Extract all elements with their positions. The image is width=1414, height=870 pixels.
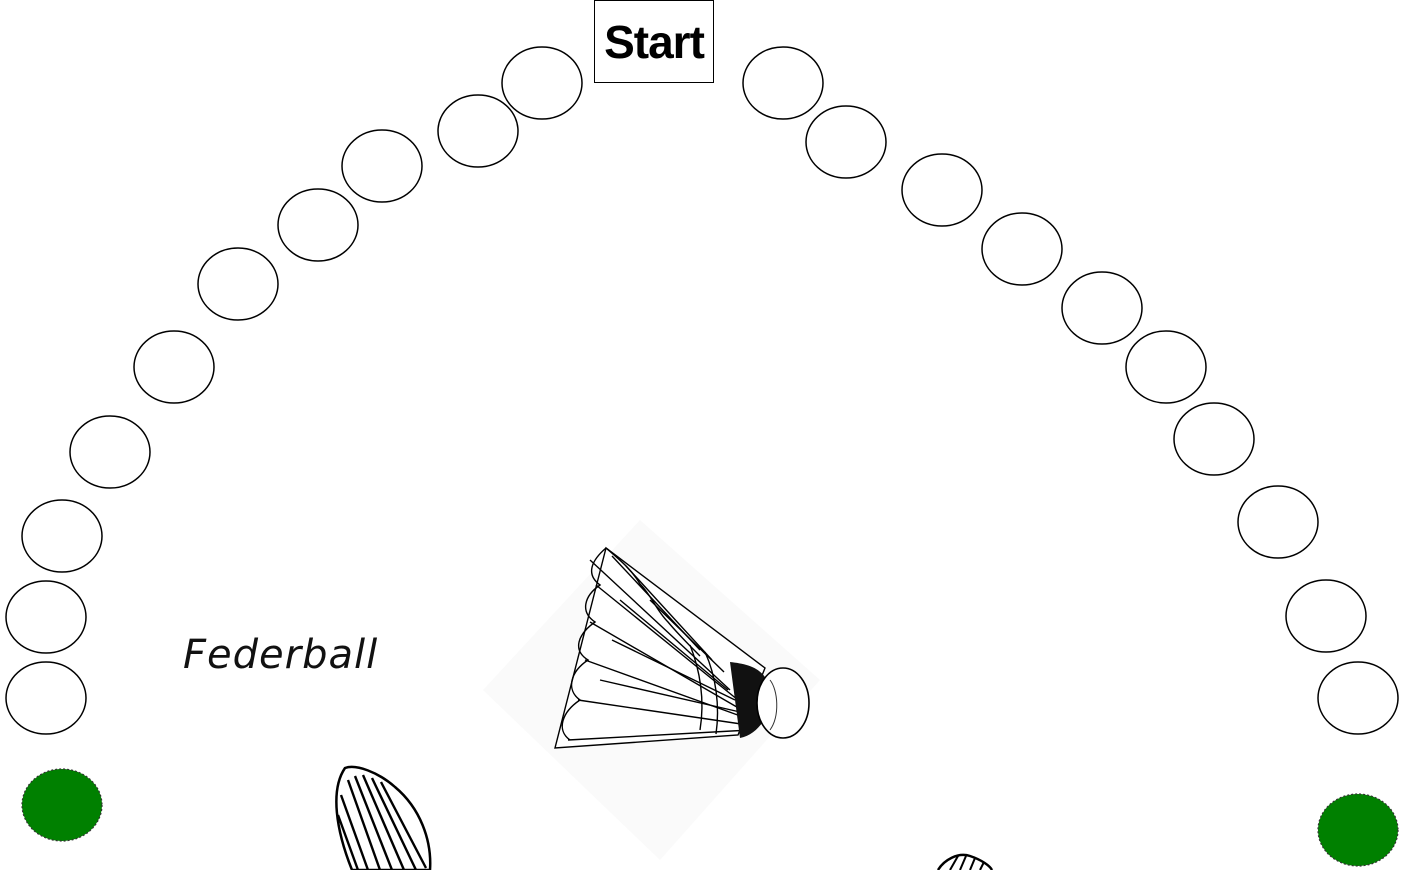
path-field[interactable] [743, 47, 823, 119]
path-field[interactable] [1286, 580, 1366, 652]
path-field[interactable] [1238, 486, 1318, 558]
shuttlecock-icon [483, 520, 820, 860]
path-field[interactable] [1318, 662, 1398, 734]
path-field[interactable] [502, 47, 582, 119]
path-field[interactable] [278, 189, 358, 261]
goal-field[interactable] [1318, 794, 1398, 866]
path-field[interactable] [342, 130, 422, 202]
path-field[interactable] [438, 95, 518, 167]
path-field[interactable] [134, 331, 214, 403]
path-field[interactable] [6, 662, 86, 734]
racket-icon [336, 767, 430, 870]
path-field[interactable] [6, 581, 86, 653]
path-field[interactable] [806, 106, 886, 178]
path-field[interactable] [982, 213, 1062, 285]
path-field[interactable] [1174, 403, 1254, 475]
path-field[interactable] [1126, 331, 1206, 403]
game-title: Federball [183, 632, 378, 678]
path-field[interactable] [902, 154, 982, 226]
path-field[interactable] [1062, 272, 1142, 344]
start-field[interactable]: Start [594, 0, 714, 83]
path-field[interactable] [22, 500, 102, 572]
path-field[interactable] [70, 416, 150, 488]
goal-field[interactable] [22, 769, 102, 841]
path-field[interactable] [198, 248, 278, 320]
racket-icon [938, 855, 992, 870]
